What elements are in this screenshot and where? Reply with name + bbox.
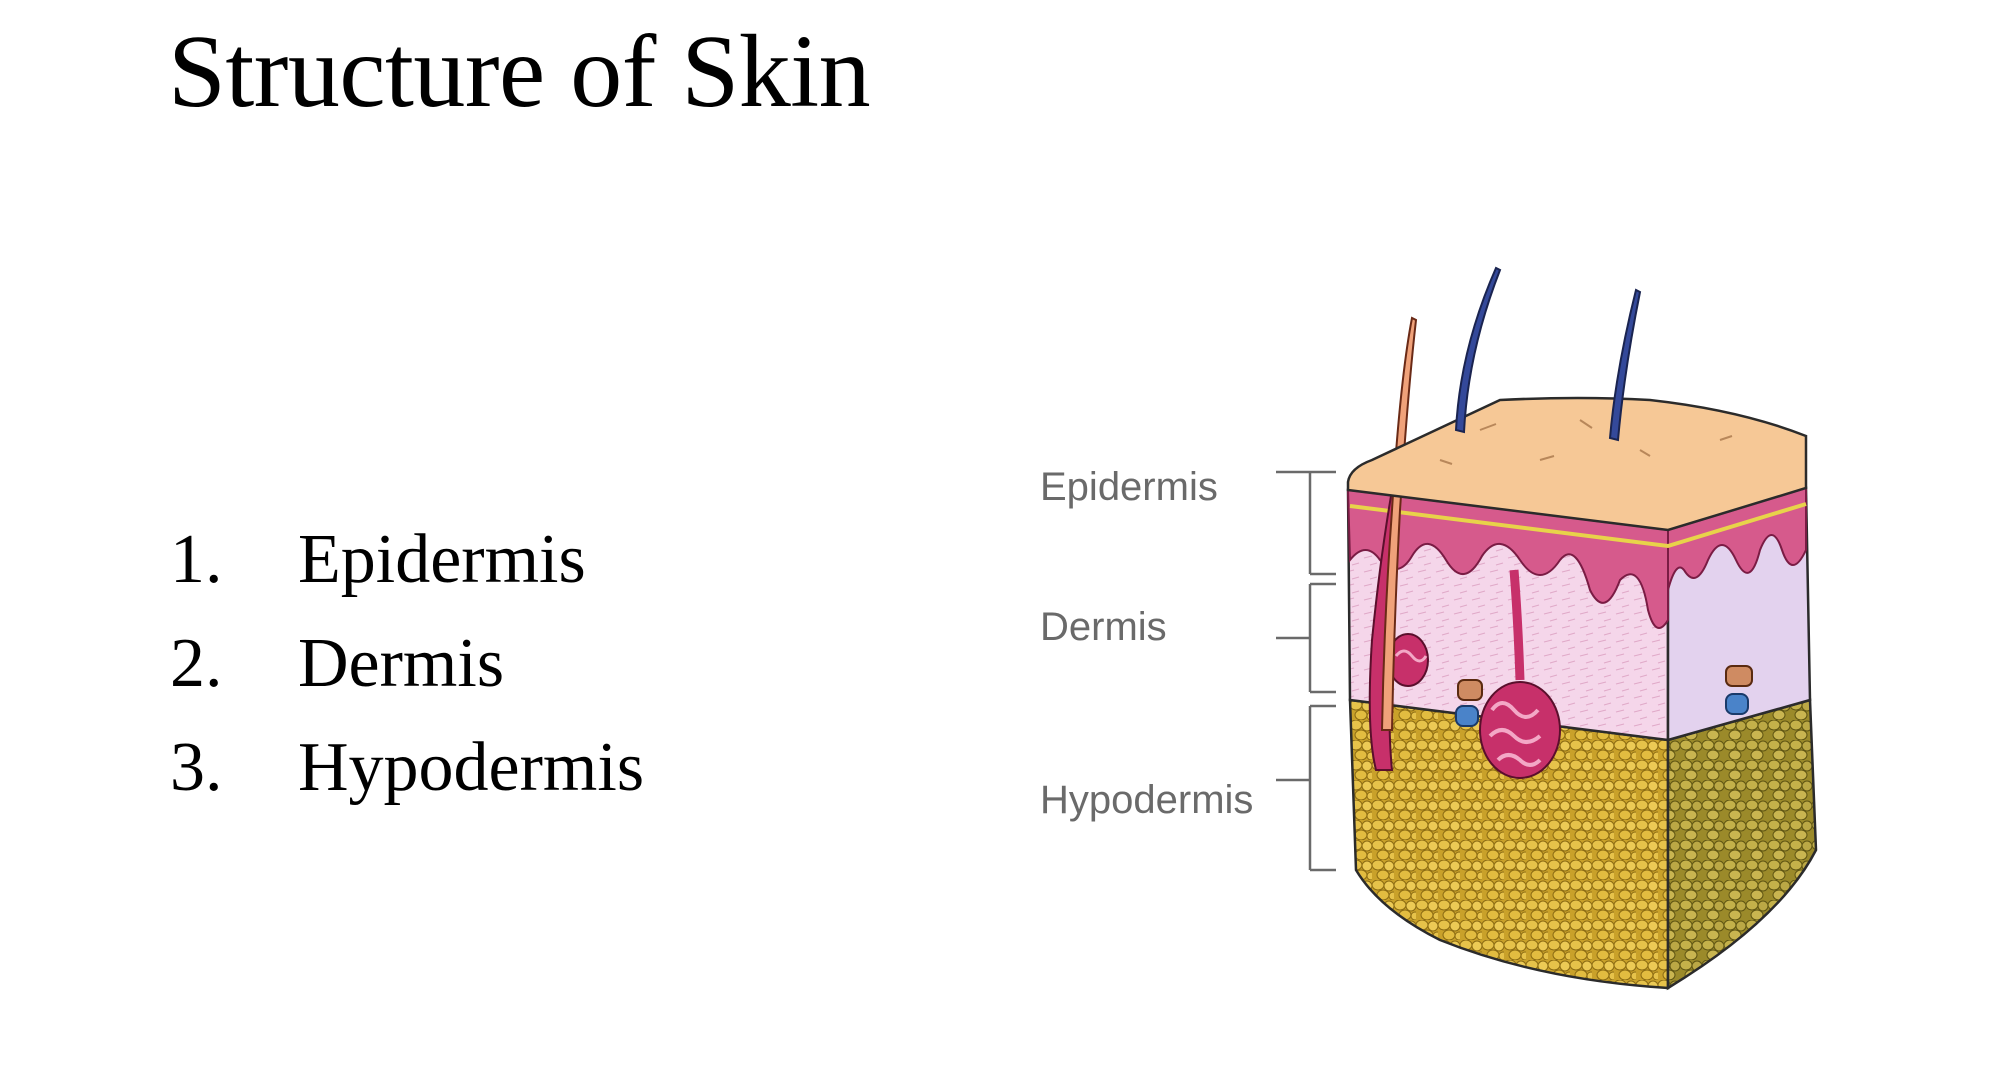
skin-cross-section-diagram: Epidermis Dermis Hypodermis (1040, 266, 1818, 991)
list-text-dermis: Dermis (298, 625, 505, 702)
bracket-hypodermis (1276, 704, 1336, 872)
list-text-epidermis: Epidermis (298, 521, 586, 598)
bracket-dermis (1276, 582, 1336, 694)
blood-vessel-side (1725, 665, 1753, 715)
blood-vessel-front (1455, 679, 1483, 727)
epidermis-front (1346, 488, 1669, 629)
hair-shaft (1608, 288, 1642, 442)
hypodermis-front (1348, 698, 1670, 990)
sweat-gland-coil (1479, 569, 1561, 779)
list-number: 2. (170, 625, 223, 702)
sebaceous-gland (1387, 633, 1429, 687)
label-dermis: Dermis (1040, 605, 1167, 649)
label-hypodermis: Hypodermis (1040, 778, 1253, 822)
hair-shaft (1454, 266, 1502, 434)
list-number: 1. (170, 521, 223, 598)
hair-shaft-follicle (1380, 316, 1418, 731)
list-number: 3. (170, 729, 223, 806)
list-text-hypodermis: Hypodermis (298, 729, 645, 806)
hypodermis-side (1666, 698, 1818, 991)
label-epidermis: Epidermis (1040, 465, 1218, 509)
slide-title: Structure of Skin (168, 14, 871, 129)
bracket-epidermis (1276, 470, 1336, 576)
